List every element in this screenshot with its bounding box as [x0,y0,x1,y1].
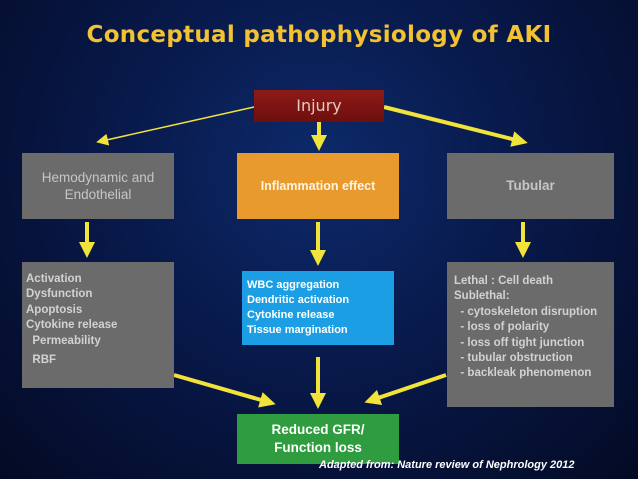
hemodynamic-box: Hemodynamic and Endothelial [22,153,174,219]
inflammation-effect-item: Tissue margination [247,324,348,336]
hemodynamic-line1: Hemodynamic and [41,170,155,185]
tubular-effect-item: Lethal : Cell death [454,275,554,287]
reduced-gfr-line2: Function loss [274,440,362,455]
tubular-effect-item: - tubular obstruction [454,352,573,365]
hemo-effect-item: Dysfunction [26,288,93,301]
source-caption: Adapted from: Nature review of Nephrolog… [319,459,575,471]
arrow-injury-to-tubular [383,105,528,147]
tubular-effect-item: - backleak phenomenon [454,367,592,380]
arrow-tubular-effects-to-gfr [364,373,447,406]
tubular-effect-item: - loss off tight junction [454,336,585,349]
inflammation-effect-item: Cytokine release [247,309,335,321]
reduced-gfr-box: Reduced GFR/ Function loss [237,414,399,464]
hemo-effect-item: Cytokine release [26,319,118,332]
injury-box: Injury [254,90,384,122]
hemo-effect-item: Activation [26,273,82,285]
tubular-box: Tubular [447,153,614,219]
slide-title: Conceptual pathophysiology of AKI [86,22,552,48]
reduced-gfr-line1: Reduced GFR/ [271,422,365,437]
inflammation-effect-item: Dendritic activation [247,294,350,306]
tubular-effect-item: - loss of polarity [454,321,550,334]
inflammation-box: Inflammation effect [237,153,399,219]
hemodynamic-effects-box: Activation Dysfunction Apoptosis Cytokin… [22,262,174,388]
tubular-effect-item: - cytoskeleton disruption [454,305,598,318]
inflammation-effect-item: WBC aggregation [247,279,340,291]
inflammation-effects-box: WBC aggregation Dendritic activation Cyt… [242,271,394,345]
tubular-effect-item: Sublethal: [454,290,510,303]
hemo-effect-item: Permeability [26,334,101,347]
hemo-effect-item: Apoptosis [26,303,83,316]
hemo-effect-item: RBF [26,354,57,367]
tubular-effects-box: Lethal : Cell death Sublethal: - cytoske… [447,262,614,407]
hemodynamic-line2: Endothelial [64,187,132,202]
arrow-hemo-effects-to-gfr [173,373,276,408]
arrow-injury-to-hemodynamic [96,106,255,146]
